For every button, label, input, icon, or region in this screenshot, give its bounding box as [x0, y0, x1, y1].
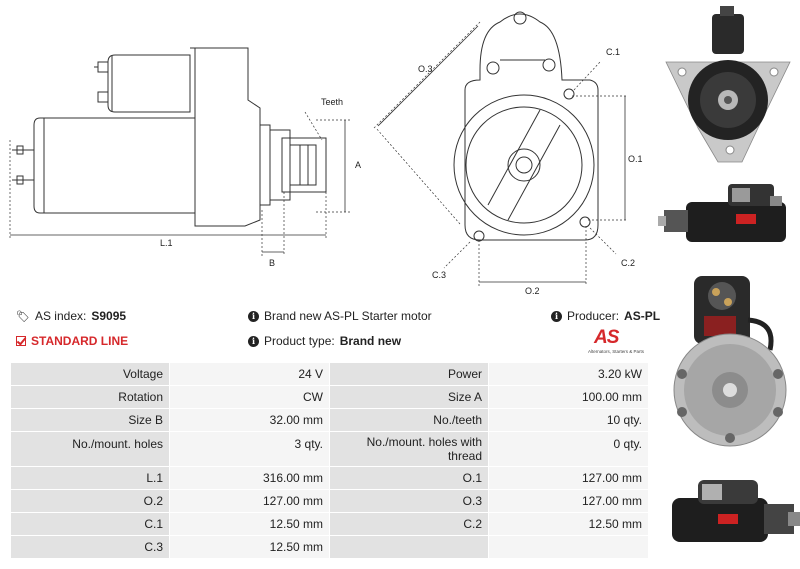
c1-label: C.1 [606, 47, 620, 57]
front-flange-outline [464, 13, 599, 241]
as-logo: AS Alternators, Starters & Parts [588, 327, 650, 357]
spec-value: 3.20 kW [488, 362, 649, 386]
as-index-label: AS index: [34, 309, 87, 323]
solenoid-outline [107, 54, 191, 113]
table-row: Voltage 24 V Power 3.20 kW [10, 362, 649, 386]
product-photos [658, 6, 800, 542]
spec-label: O.2 [10, 489, 170, 513]
spec-value: 12.50 mm [169, 535, 330, 559]
spec-label: Power [329, 362, 489, 386]
o2-label: O.2 [525, 286, 540, 296]
product-type-label: Product type: [264, 334, 335, 348]
spec-value: 10 qty. [488, 408, 649, 432]
spec-value: 12.50 mm [488, 512, 649, 536]
b-label: B [269, 258, 275, 268]
spec-value [488, 535, 649, 559]
o1-label: O.1 [628, 154, 643, 164]
table-row: C.1 12.50 mm C.2 12.50 mm [10, 512, 649, 536]
table-row: No./mount. holes 3 qty. No./mount. holes… [10, 431, 649, 467]
photo-front-flange [665, 6, 791, 163]
as-index: 🏷︎ AS index: S9095 [16, 309, 126, 323]
spec-label: O.1 [329, 466, 489, 490]
producer-label: Producer: [567, 309, 620, 323]
spec-value: 127.00 mm [488, 489, 649, 513]
motor-body-outline [33, 117, 196, 214]
spec-label: No./teeth [329, 408, 489, 432]
spec-label: Size B [10, 408, 170, 432]
product-type-value: Brand new [339, 334, 402, 348]
spec-label: C.1 [10, 512, 170, 536]
spec-value: 32.00 mm [169, 408, 330, 432]
photo-rear-view [673, 276, 787, 447]
spec-label: C.2 [329, 512, 489, 536]
producer-value: AS-PL [624, 309, 661, 323]
spec-value: 127.00 mm [169, 489, 330, 513]
c2-label: C.2 [621, 258, 635, 268]
tag-icon: 🏷︎ [16, 310, 30, 323]
pinion-outline [270, 129, 291, 201]
table-row: O.2 127.00 mm O.3 127.00 mm [10, 489, 649, 513]
as-index-value: S9095 [91, 309, 127, 323]
info-icon: i [248, 335, 259, 347]
table-row: Size B 32.00 mm No./teeth 10 qty. [10, 408, 649, 432]
logo-tagline: Alternators, Starters & Parts [588, 349, 645, 354]
spec-label: No./mount. holes with thread [329, 431, 489, 467]
table-row: L.1 316.00 mm O.1 127.00 mm [10, 466, 649, 490]
photo-side-view [658, 184, 786, 242]
spec-value: 0 qty. [488, 431, 649, 467]
product-type: i Product type: Brand new [248, 334, 401, 348]
technical-drawing: Teeth L.1 B A O.3 C.1 [9, 11, 643, 296]
spec-value: 24 V [169, 362, 330, 386]
spec-value: 100.00 mm [488, 385, 649, 409]
table-row: Rotation CW Size A 100.00 mm [10, 385, 649, 409]
info-icon: i [248, 310, 259, 322]
description: i Brand new AS-PL Starter motor [248, 309, 432, 323]
description-text: Brand new AS-PL Starter motor [264, 309, 432, 323]
info-icon: i [551, 310, 562, 322]
spec-value: 127.00 mm [488, 466, 649, 490]
checkbox-icon [16, 336, 26, 346]
drive-housing-outline [190, 47, 261, 227]
photo-side-view-2 [672, 480, 800, 542]
spec-label: O.3 [329, 489, 489, 513]
spec-label: L.1 [10, 466, 170, 490]
spec-label: Rotation [10, 385, 170, 409]
spec-table: Voltage 24 V Power 3.20 kW Rotation CW S… [10, 362, 649, 559]
standard-line: STANDARD LINE [16, 334, 128, 348]
table-row: C.3 12.50 mm [10, 535, 649, 559]
teeth-label: Teeth [321, 97, 343, 107]
spec-label: C.3 [10, 535, 170, 559]
spec-label: Voltage [10, 362, 170, 386]
producer: i Producer: AS-PL [551, 309, 660, 323]
spec-value: 316.00 mm [169, 466, 330, 490]
standard-line-label: STANDARD LINE [31, 334, 129, 348]
spec-label: No./mount. holes [10, 431, 170, 467]
o3-label: O.3 [418, 64, 433, 74]
spec-value: 12.50 mm [169, 512, 330, 536]
logo-mark: AS [594, 327, 619, 348]
l1-label: L.1 [160, 238, 173, 248]
spec-label [329, 535, 489, 559]
spec-value: 3 qty. [169, 431, 330, 467]
spec-label: Size A [329, 385, 489, 409]
spec-value: CW [169, 385, 330, 409]
c3-label: C.3 [432, 270, 446, 280]
a-label: A [355, 160, 361, 170]
